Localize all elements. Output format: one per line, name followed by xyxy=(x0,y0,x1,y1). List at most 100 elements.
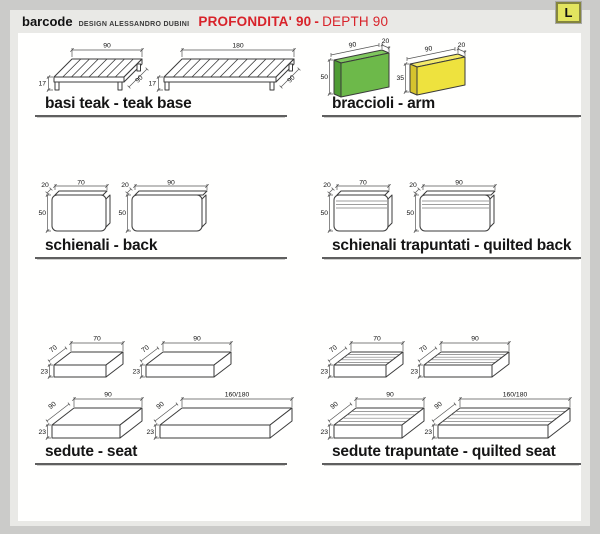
content-panel: 90 17 90 180 17 xyxy=(18,33,581,521)
section-label-seat: sedute - seat xyxy=(35,442,287,465)
dim-height-label: 23 xyxy=(132,369,140,376)
dim-height-label: 35 xyxy=(396,75,404,82)
quilt-lines xyxy=(338,411,420,422)
leg xyxy=(164,81,170,91)
seat-front-face xyxy=(437,424,549,439)
back-front-face xyxy=(51,194,107,232)
seat-90x90-drawing xyxy=(51,407,143,439)
front-apron xyxy=(163,76,277,83)
dim-depth-label: 70 xyxy=(418,344,428,354)
dim-depth-label: 90 xyxy=(286,74,296,84)
seat-160-180-diagram: 160/180 90 23 xyxy=(146,392,294,440)
teak-base-large-diagram: 180 17 90 xyxy=(148,43,301,92)
quilted-seat-90x70-diagram: 90 70 23 xyxy=(410,336,511,379)
dim-height-label: 50 xyxy=(320,210,328,217)
quilted-back-70-diagram: 70 20 50 xyxy=(320,180,393,233)
back-top-face xyxy=(422,190,496,196)
quilted-seat-90x90-drawing xyxy=(333,407,425,439)
section-label-arm: braccioli - arm xyxy=(322,94,581,117)
arm-short-drawing xyxy=(409,53,466,96)
dim-height-label: 50 xyxy=(406,210,414,217)
dim-thickness-label: 20 xyxy=(458,42,466,49)
dim-height-label: 23 xyxy=(38,429,46,436)
dim-depth-label: 70 xyxy=(48,344,58,354)
teak-base-small-drawing xyxy=(53,58,143,91)
quilted-back-90-diagram: 90 20 50 xyxy=(406,180,497,233)
dim-width-label: 70 xyxy=(93,336,101,343)
quilted-back-70-drawing xyxy=(333,190,393,232)
dim-width-label: 90 xyxy=(167,180,175,187)
seat-top-face xyxy=(437,407,571,426)
brand-logo: barcode xyxy=(22,14,73,29)
dim-height-label: 50 xyxy=(38,210,46,217)
back-70-drawing xyxy=(51,190,111,232)
section-label-quilted-back: schienali trapuntati - quilted back xyxy=(322,236,581,259)
dim-depth-label: 90 xyxy=(134,74,144,84)
dim-depth-label: 90 xyxy=(329,401,339,411)
back-90-diagram: 90 20 50 xyxy=(118,180,209,233)
back-90-drawing xyxy=(131,190,208,232)
section-label-back: schienali - back xyxy=(35,236,287,259)
slat-lines xyxy=(173,58,285,78)
leg xyxy=(136,63,141,72)
quilt-lines xyxy=(442,411,566,422)
back-side-face xyxy=(387,194,393,228)
teak-base-small-diagram: 90 17 90 xyxy=(38,43,149,92)
leg xyxy=(117,81,123,91)
seat-160-180-drawing xyxy=(159,407,293,439)
dim-height-label: 23 xyxy=(146,429,154,436)
arm-front-face xyxy=(409,63,418,96)
leg xyxy=(54,81,60,91)
back-front-face xyxy=(333,194,389,232)
dim-thickness-label: 20 xyxy=(409,182,417,189)
dim-depth-label: 90 xyxy=(155,401,165,411)
dim-height-label: 23 xyxy=(424,429,432,436)
slat-lines xyxy=(62,58,134,78)
dim-height-label: 17 xyxy=(148,81,156,88)
back-side-face xyxy=(489,194,495,228)
dim-length-label: 90 xyxy=(348,41,357,49)
dim-depth-label: 70 xyxy=(328,344,338,354)
seat-front-face xyxy=(333,424,403,439)
dim-width-label: 160/180 xyxy=(503,392,528,399)
header: barcode DESIGN ALESSANDRO DUBINI PROFOND… xyxy=(22,14,388,29)
dim-width-label: 70 xyxy=(77,180,85,187)
quilted-seat-70x70-drawing xyxy=(333,351,404,378)
dim-depth-label: 90 xyxy=(433,401,443,411)
arm-tall-diagram: 20 90 50 xyxy=(320,38,391,98)
catalog-page-background: barcode DESIGN ALESSANDRO DUBINI PROFOND… xyxy=(10,10,590,526)
arm-front-face xyxy=(333,59,342,98)
dim-height-label: 50 xyxy=(320,74,328,81)
leg xyxy=(269,81,275,91)
section-label-quilted-seat: sedute trapuntate - quilted seat xyxy=(322,442,581,465)
seat-70x70-diagram: 70 70 23 xyxy=(40,336,125,379)
title-depth-english: DEPTH 90 xyxy=(322,14,389,29)
dim-width-label: 70 xyxy=(373,336,381,343)
seat-front-face xyxy=(145,364,215,378)
back-side-face xyxy=(105,194,111,228)
back-top-face xyxy=(134,190,208,196)
back-top-face xyxy=(54,190,108,196)
title-separator: - xyxy=(314,14,320,29)
dim-width-label: 90 xyxy=(103,43,111,50)
dim-depth-label: 90 xyxy=(47,401,57,411)
dim-height-label: 23 xyxy=(410,369,418,376)
seat-70x70-drawing xyxy=(53,351,124,378)
dim-width-label: 90 xyxy=(455,180,463,187)
front-apron xyxy=(53,76,125,83)
dim-height-label: 23 xyxy=(320,429,328,436)
seat-front-face xyxy=(333,364,387,378)
dim-width-label: 180 xyxy=(232,43,244,50)
quilted-seat-160-180-diagram: 160/180 90 23 xyxy=(424,392,572,440)
size-badge: L xyxy=(555,1,582,24)
dim-height-label: 17 xyxy=(38,81,46,88)
dim-thickness-label: 20 xyxy=(323,182,331,189)
back-side-face xyxy=(201,194,207,228)
section-label-teak-base: basi teak - teak base xyxy=(35,94,287,117)
quilted-seat-160-180-drawing xyxy=(437,407,571,439)
dim-thickness-label: 20 xyxy=(121,182,129,189)
quilt-lines xyxy=(427,354,506,363)
seat-90x90-diagram: 90 90 23 xyxy=(38,392,144,440)
dim-width-label: 90 xyxy=(386,392,394,399)
dim-width-label: 160/180 xyxy=(225,392,250,399)
